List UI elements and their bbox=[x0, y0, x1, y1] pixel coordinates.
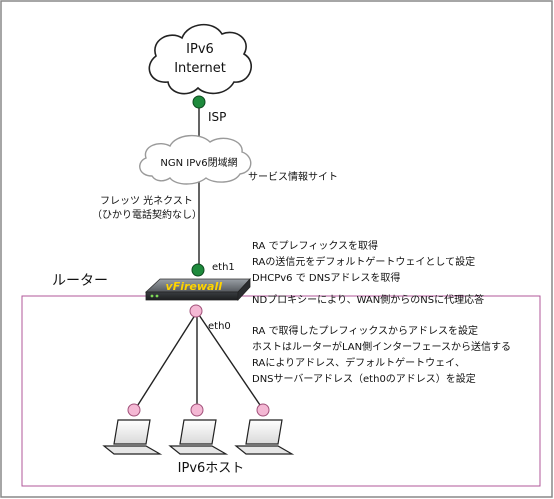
router-label: ルーター bbox=[52, 273, 108, 289]
host-2-port-icon bbox=[190, 403, 204, 417]
ipv6-host-2 bbox=[168, 403, 229, 455]
eth0-note-4: DNSサーバーアドレス（eth0のアドレス）を設定 bbox=[252, 372, 476, 385]
internet-cloud: IPv6 Internet bbox=[148, 23, 253, 95]
eth0-port-icon bbox=[189, 304, 203, 318]
ngn-cloud-shape bbox=[139, 135, 252, 185]
isp-port-icon bbox=[192, 95, 206, 109]
service-info-label: サービス情報サイト bbox=[248, 170, 338, 183]
eth1-port-icon bbox=[191, 263, 205, 277]
connection-lines bbox=[135, 103, 263, 409]
router-to-host-3-line bbox=[196, 311, 263, 409]
laptop-base-2 bbox=[168, 445, 229, 455]
router-brand-label: vFirewall bbox=[166, 280, 223, 293]
eth1-note-2: RAの送信元をデフォルトゲートウェイとして設定 bbox=[252, 255, 475, 268]
host-1-port-icon bbox=[127, 403, 141, 417]
eth1-note-1: RA でプレフィックスを取得 bbox=[252, 240, 378, 252]
ipv6-host-1 bbox=[102, 403, 163, 455]
laptop-screen-1 bbox=[113, 419, 151, 445]
hosts-label: IPv6ホスト bbox=[178, 461, 245, 476]
flets-label-line1: フレッツ 光ネクスト bbox=[100, 194, 193, 207]
laptop-base-1 bbox=[102, 445, 163, 455]
isp-label: ISP bbox=[208, 110, 226, 124]
host-3-port-icon bbox=[256, 403, 270, 417]
router-to-host-1-line bbox=[135, 311, 198, 409]
laptop-screen-3 bbox=[245, 419, 283, 445]
router-icon: vFirewall bbox=[144, 277, 251, 302]
eth0-note-1: RA で取得したプレフィックスからアドレスを設定 bbox=[252, 324, 478, 337]
laptop-screen-2 bbox=[179, 419, 217, 445]
flets-label-line2: （ひかり電話契約なし） bbox=[92, 208, 202, 221]
eth0-note-3: RAによりアドレス、デフォルトゲートウェイ、 bbox=[252, 356, 465, 369]
eth0-note-2: ホストはルーターがLAN側インターフェースから送信する bbox=[252, 340, 511, 353]
lan-segment-box bbox=[21, 295, 541, 487]
ipv6-host-3 bbox=[234, 403, 295, 455]
laptop-base-3 bbox=[234, 445, 295, 455]
nd-proxy-note: NDプロキシーにより、WAN側からのNSに代理応答 bbox=[252, 293, 484, 306]
ngn-cloud-label: NGN IPv6閉域網 bbox=[160, 156, 237, 169]
internet-cloud-line2: Internet bbox=[174, 61, 226, 76]
eth0-label: eth0 bbox=[208, 321, 231, 332]
internet-cloud-line1: IPv6 bbox=[186, 42, 214, 57]
ngn-cloud: NGN IPv6閉域網 bbox=[139, 135, 252, 185]
internet-cloud-shape bbox=[148, 23, 253, 95]
eth1-note-3: DHCPv6 で DNSアドレスを取得 bbox=[252, 272, 400, 284]
eth1-label: eth1 bbox=[212, 262, 235, 273]
